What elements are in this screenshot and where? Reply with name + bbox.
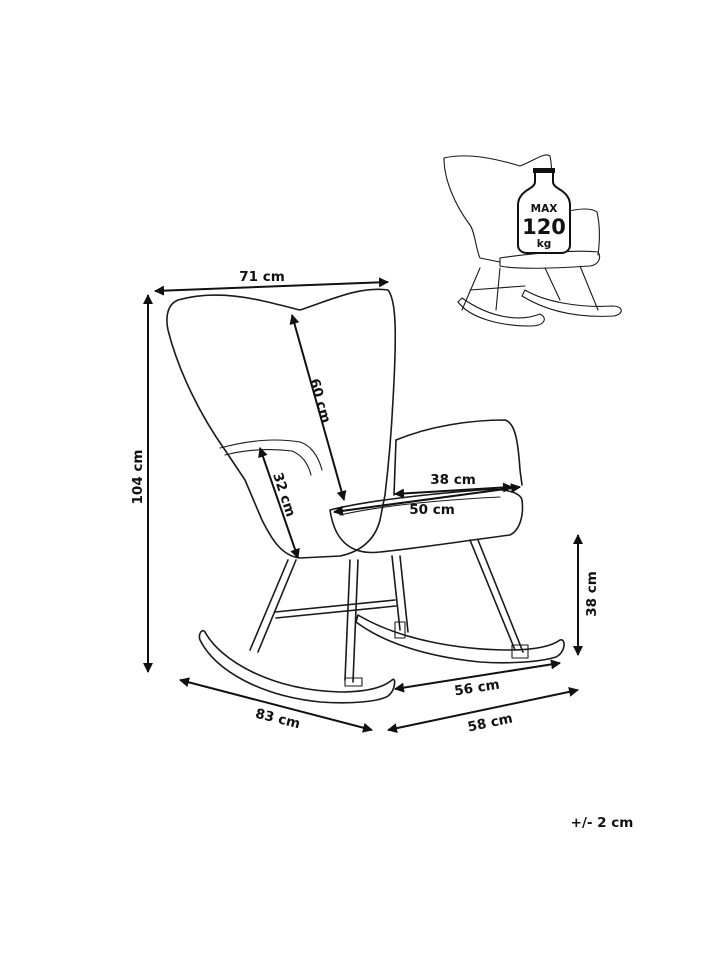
rocking-chair-drawing xyxy=(166,288,565,704)
dim-line-base-depth xyxy=(394,659,561,693)
dimension-lines xyxy=(143,277,583,734)
weight-icon xyxy=(517,171,571,254)
label-seat-width: 50 cm xyxy=(409,502,455,518)
label-total-height: 104 cm xyxy=(130,450,146,505)
label-base-depth: 56 cm xyxy=(453,677,501,700)
badge-weight-value: 120 xyxy=(522,215,566,239)
label-seat-height: 38 cm xyxy=(584,571,600,617)
tolerance-note: +/- 2 cm xyxy=(571,815,634,831)
badge-max: MAX xyxy=(531,203,558,215)
label-seat-depth: 38 cm xyxy=(430,472,476,488)
label-total-width: 58 cm xyxy=(466,710,514,735)
dim-line-total-width xyxy=(387,686,579,734)
dim-line-armrest-height xyxy=(258,447,300,559)
label-backrest-height: 60 cm xyxy=(306,377,334,425)
label-armrest-height: 32 cm xyxy=(269,471,298,519)
dim-line-backrest-height xyxy=(289,314,347,501)
back-rocker xyxy=(355,614,565,664)
dim-line-total-depth xyxy=(179,677,373,733)
dimension-labels: 71 cm 104 cm 60 cm 38 cm 50 cm 32 cm 38 … xyxy=(130,269,600,736)
max-load-illustration: MAX 120 kg xyxy=(443,154,622,327)
armrest-outline xyxy=(395,419,523,486)
badge-unit: kg xyxy=(537,238,552,250)
label-width-top: 71 cm xyxy=(239,269,285,285)
dim-line-width-top xyxy=(154,277,389,296)
dim-line-seat-width xyxy=(333,483,521,516)
backrest-outline xyxy=(166,288,397,559)
